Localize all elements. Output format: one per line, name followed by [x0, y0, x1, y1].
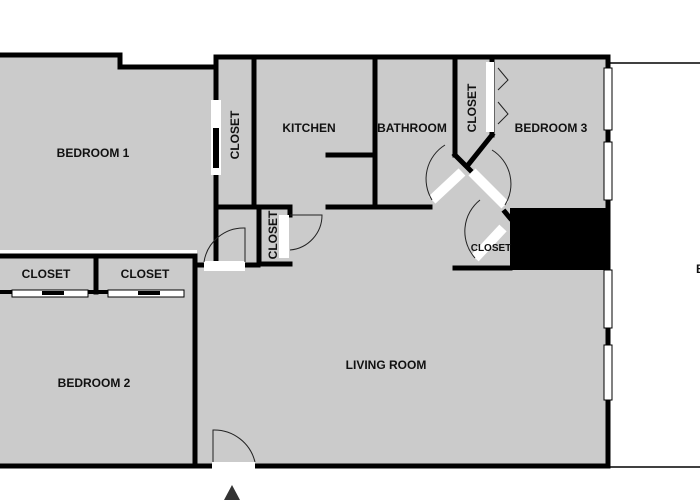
label-bedroom-2: BEDROOM 2 [58, 376, 131, 390]
door-swings [203, 144, 512, 463]
label-cut-off: B [696, 262, 700, 276]
label-closet-vertical: CLOSET [228, 110, 242, 159]
label-bedroom-3: BEDROOM 3 [515, 121, 588, 135]
label-closet-small: CLOSET [266, 210, 280, 259]
label-bedroom-1: BEDROOM 1 [57, 146, 130, 160]
label-kitchen: KITCHEN [282, 121, 335, 135]
label-bathroom: BATHROOM [377, 121, 447, 135]
sliding-doors [0, 62, 509, 298]
entrance-arrow-icon [224, 485, 240, 500]
label-closet-left: CLOSET [22, 267, 71, 281]
exterior-lines [610, 62, 700, 468]
door-openings [204, 168, 509, 472]
label-living-room: LIVING ROOM [346, 358, 427, 372]
structural-column [510, 208, 608, 270]
label-closet-bath: CLOSET [465, 83, 479, 132]
windows [603, 67, 613, 401]
label-closet-diagonal: CLOSET [471, 243, 512, 254]
label-closet-mid: CLOSET [121, 267, 170, 281]
